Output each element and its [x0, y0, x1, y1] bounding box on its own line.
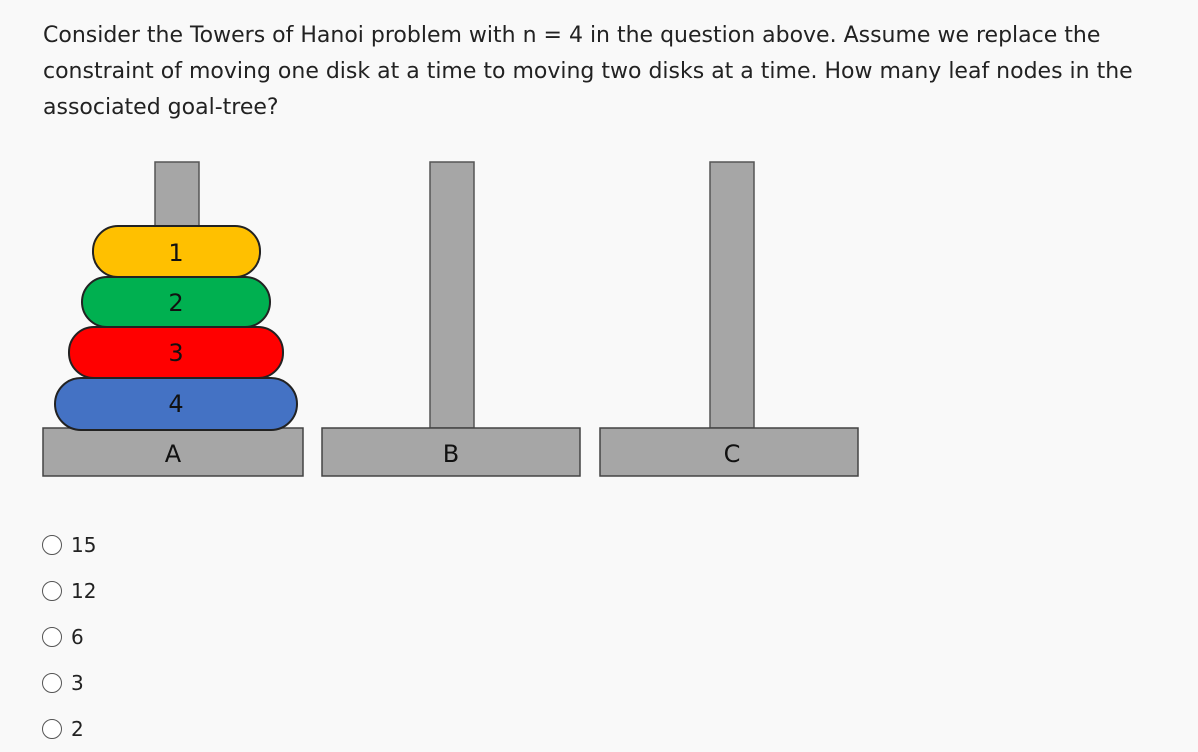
- peg-b-base: [321, 427, 581, 477]
- peg-a-label: A: [165, 440, 182, 468]
- option-label: 6: [71, 625, 84, 649]
- radio-button[interactable]: [42, 627, 62, 647]
- disk-1: 1: [92, 225, 261, 278]
- option-12[interactable]: 12: [42, 568, 96, 614]
- radio-button[interactable]: [42, 581, 62, 601]
- peg-b-rod: [429, 161, 475, 429]
- disk-1-label: 1: [168, 239, 183, 267]
- option-label: 15: [71, 533, 97, 557]
- disk-3: 3: [68, 326, 284, 379]
- peg-c-label: C: [724, 440, 741, 468]
- peg-a-base: [42, 427, 304, 477]
- option-label: 2: [71, 717, 84, 741]
- option-15[interactable]: 15: [42, 522, 96, 568]
- towers-svg: A B C 4 3 2 1: [42, 161, 859, 477]
- option-label: 12: [71, 579, 97, 603]
- towers-of-hanoi-figure: A B C 4 3 2 1: [42, 160, 862, 480]
- peg-c-rod: [709, 161, 755, 429]
- answer-options: 15 12 6 3 2: [42, 522, 96, 752]
- disk-4: 4: [54, 377, 298, 431]
- radio-button[interactable]: [42, 535, 62, 555]
- disk-2-label: 2: [168, 289, 183, 317]
- radio-button[interactable]: [42, 719, 62, 739]
- peg-b: B: [321, 161, 581, 477]
- disk-3-label: 3: [168, 339, 183, 367]
- disk-4-label: 4: [168, 390, 183, 418]
- question-text: Consider the Towers of Hanoi problem wit…: [43, 23, 1133, 120]
- option-3[interactable]: 3: [42, 660, 96, 706]
- peg-b-label: B: [443, 440, 459, 468]
- peg-c: C: [599, 161, 859, 477]
- disk-1-shape: [92, 225, 261, 278]
- disk-2: 2: [81, 276, 271, 328]
- radio-button[interactable]: [42, 673, 62, 693]
- option-6[interactable]: 6: [42, 614, 96, 660]
- option-2[interactable]: 2: [42, 706, 96, 752]
- peg-c-base: [599, 427, 859, 477]
- option-label: 3: [71, 671, 84, 695]
